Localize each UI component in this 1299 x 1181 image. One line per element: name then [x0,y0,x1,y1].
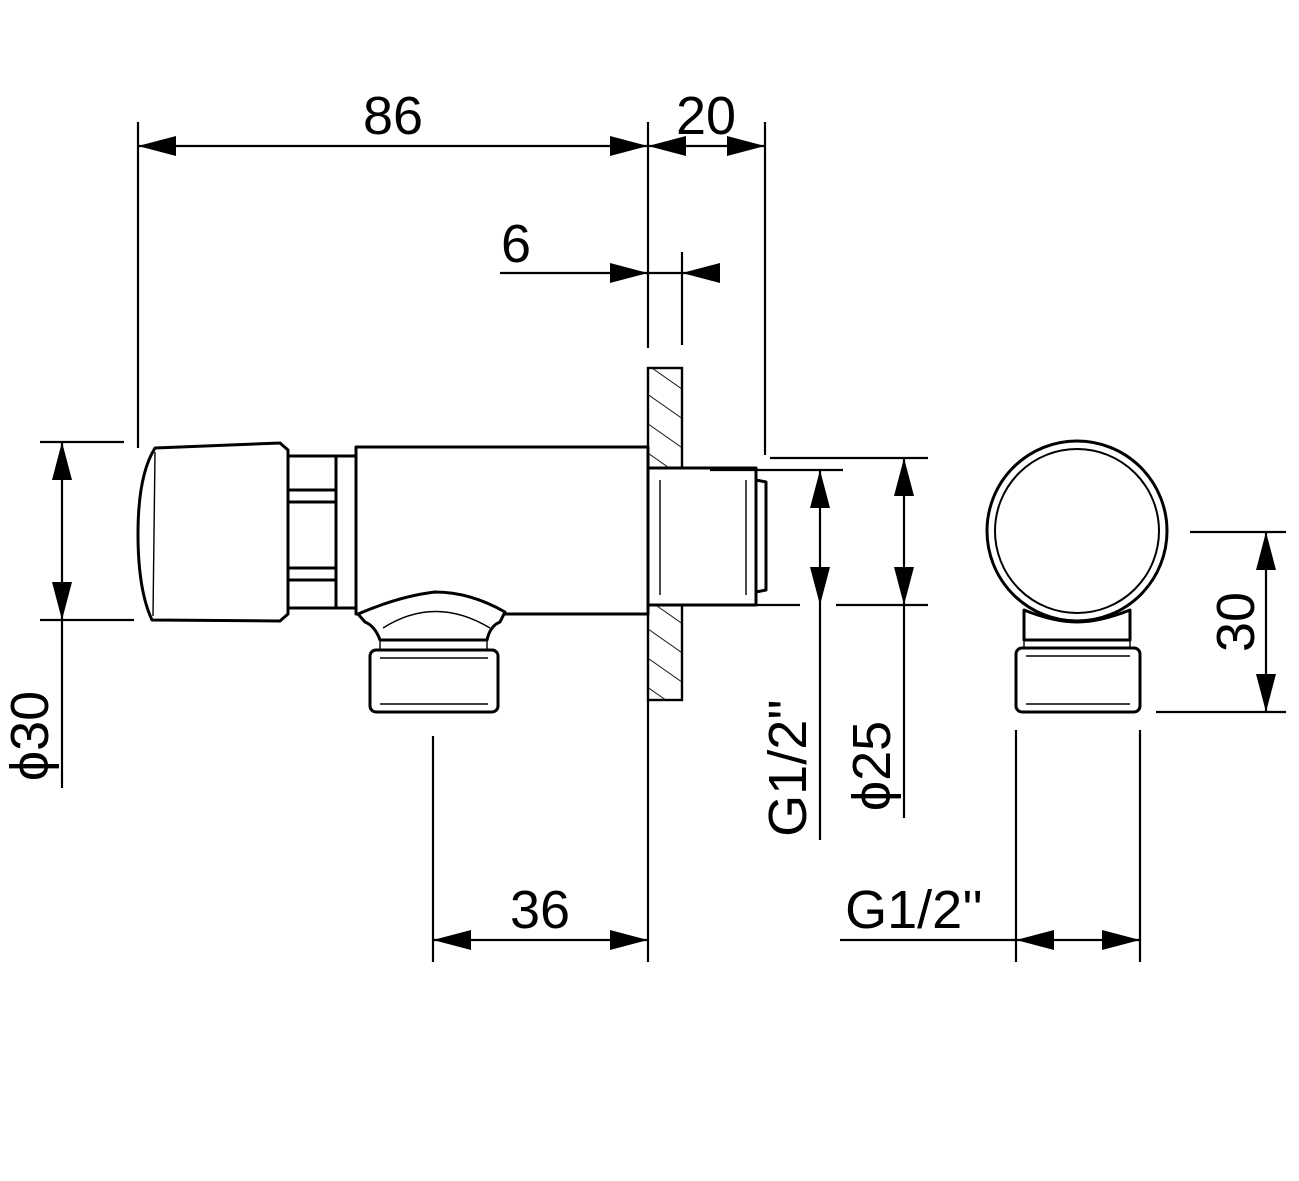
label-thread-side: G1/2'' [758,699,818,837]
label-wall-thickness: 6 [501,214,531,274]
side-view [136,366,768,714]
outlet-thread [646,466,758,607]
inlet-boss [356,590,507,642]
front-thread [1014,646,1142,714]
label-knob-diameter: ϕ30 [0,691,60,781]
push-knob [136,441,290,623]
front-view [985,439,1169,714]
label-body-height: 30 [1206,592,1266,652]
wall-section-upper [646,366,684,470]
thread-tip [754,478,768,594]
knob-inner-circle [994,448,1160,614]
valve-body [354,445,650,616]
label-outlet-depth: 20 [676,86,736,146]
label-flange-diameter: ϕ25 [842,721,902,811]
wall-section-lower [646,603,684,702]
label-overall-length: 86 [363,86,423,146]
boss-curve [382,610,491,629]
front-neck [1022,608,1132,642]
spindle [286,454,358,610]
knob-outer-circle [985,439,1169,623]
dimension-lines [40,122,1286,962]
label-thread-bottom: G1/2'' [845,880,983,940]
inlet-thread [368,648,500,714]
label-inlet-offset: 36 [510,880,570,940]
knob-edge [152,451,156,617]
dimension-labels: 86 20 6 36 G1/2'' ϕ30 G1/2'' ϕ25 30 [0,86,1266,940]
